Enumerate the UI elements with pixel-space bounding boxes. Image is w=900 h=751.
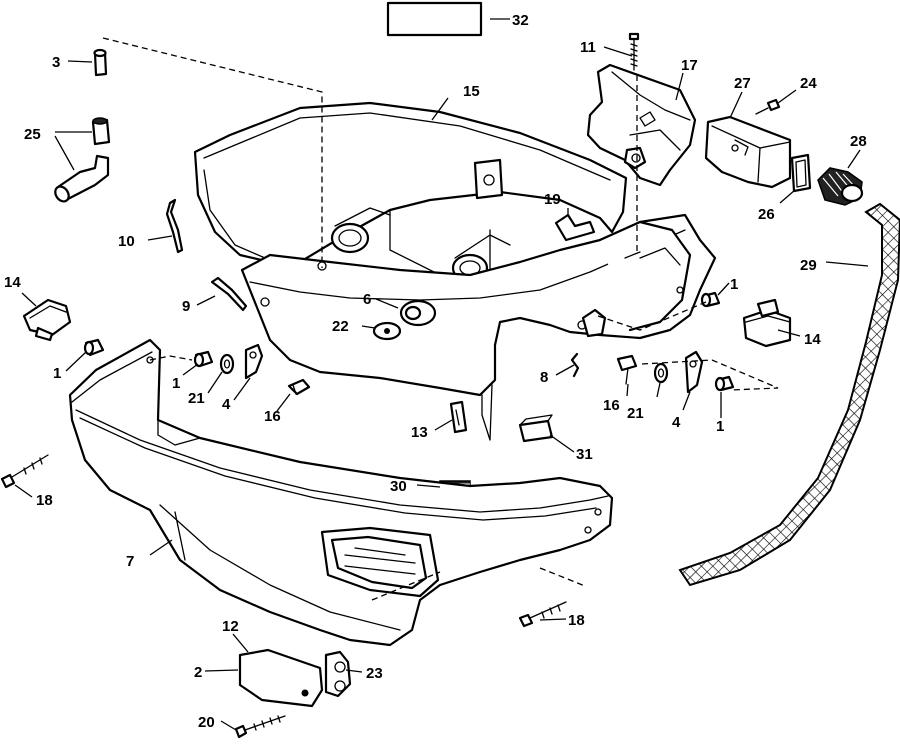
callout-14: 14 xyxy=(4,274,21,291)
callout-16: 16 xyxy=(603,397,620,414)
part-9-spring-clip xyxy=(210,276,248,312)
callout-8: 8 xyxy=(540,369,548,386)
callout-23: 23 xyxy=(366,665,383,682)
part-20-screw xyxy=(234,715,286,739)
part-27-duct xyxy=(704,115,792,189)
part-21-washer-left xyxy=(219,353,235,375)
part-7-lower-cowl xyxy=(68,338,614,647)
part-23-fastener xyxy=(324,650,352,698)
part-25-hose xyxy=(54,117,111,203)
part-13-bracket xyxy=(449,400,468,434)
callout-18: 18 xyxy=(36,492,53,509)
callout-10: 10 xyxy=(118,233,135,250)
callout-labels: 32 3 25 15 11 17 27 24 28 26 29 19 10 9 … xyxy=(4,12,867,731)
callout-22: 22 xyxy=(332,318,349,335)
part-10-spring-clip xyxy=(165,198,184,254)
callout-16: 16 xyxy=(264,408,281,425)
callout-6: 6 xyxy=(363,291,371,308)
part-19-clip xyxy=(554,213,596,242)
callout-12: 12 xyxy=(222,618,239,635)
part-3-bushing xyxy=(93,48,108,77)
part-21-washer-right xyxy=(653,362,669,384)
assembly-dashed-lines xyxy=(102,37,779,601)
callout-7: 7 xyxy=(126,553,134,570)
callout-21: 21 xyxy=(627,405,644,422)
callout-3: 3 xyxy=(52,54,60,71)
part-14-latch-left xyxy=(22,298,72,342)
part-31-block xyxy=(518,414,554,443)
callout-1: 1 xyxy=(716,418,724,435)
callout-1: 1 xyxy=(172,375,180,392)
part-18-bolt-right xyxy=(518,601,567,628)
callout-4: 4 xyxy=(672,414,681,431)
part-16-screw-left xyxy=(287,378,311,396)
callout-17: 17 xyxy=(681,57,698,74)
leader-lines xyxy=(14,18,869,731)
part-6-grommet xyxy=(399,299,437,327)
part-1-bushing-a xyxy=(83,338,105,357)
part-29-seal-strip xyxy=(678,202,900,587)
part-22-washer xyxy=(372,321,402,341)
part-4-hook-right xyxy=(684,350,704,394)
callout-26: 26 xyxy=(758,206,775,223)
part-8-spring-clip xyxy=(570,352,580,378)
callout-15: 15 xyxy=(463,83,480,100)
part-2-panel xyxy=(238,648,324,708)
callout-28: 28 xyxy=(850,133,867,150)
callout-24: 24 xyxy=(800,75,817,92)
callout-4: 4 xyxy=(222,396,231,413)
callout-32: 32 xyxy=(512,12,529,29)
callout-29: 29 xyxy=(800,257,817,274)
part-1-bushing-d xyxy=(714,375,735,392)
callout-19: 19 xyxy=(544,191,561,208)
part-17-bracket xyxy=(586,63,697,187)
callout-27: 27 xyxy=(734,75,751,92)
part-32-label-plate xyxy=(386,1,483,37)
callout-2: 2 xyxy=(194,664,202,681)
callout-25: 25 xyxy=(24,126,41,143)
part-15-upper-liner xyxy=(193,101,717,441)
callout-14: 14 xyxy=(804,331,821,348)
callout-1: 1 xyxy=(730,276,738,293)
part-24-screw xyxy=(755,98,781,115)
callout-1: 1 xyxy=(53,365,61,382)
part-4-hook-left xyxy=(244,343,264,380)
callout-21: 21 xyxy=(188,390,205,407)
part-26-gasket xyxy=(790,153,812,193)
part-1-bushing-c xyxy=(700,291,721,308)
part-18-bolt-left xyxy=(0,454,49,489)
part-11-screw xyxy=(628,32,640,71)
callout-20: 20 xyxy=(198,714,215,731)
part-1-bushing-b xyxy=(193,350,214,368)
callout-13: 13 xyxy=(411,424,428,441)
callout-30: 30 xyxy=(390,478,407,495)
part-16-screw-right xyxy=(616,354,638,385)
part-28-boot xyxy=(817,167,864,206)
callout-11: 11 xyxy=(580,39,596,56)
callout-18: 18 xyxy=(568,612,585,629)
part-14-latch-right xyxy=(742,298,792,348)
callout-31: 31 xyxy=(576,446,593,463)
callout-9: 9 xyxy=(182,298,190,315)
